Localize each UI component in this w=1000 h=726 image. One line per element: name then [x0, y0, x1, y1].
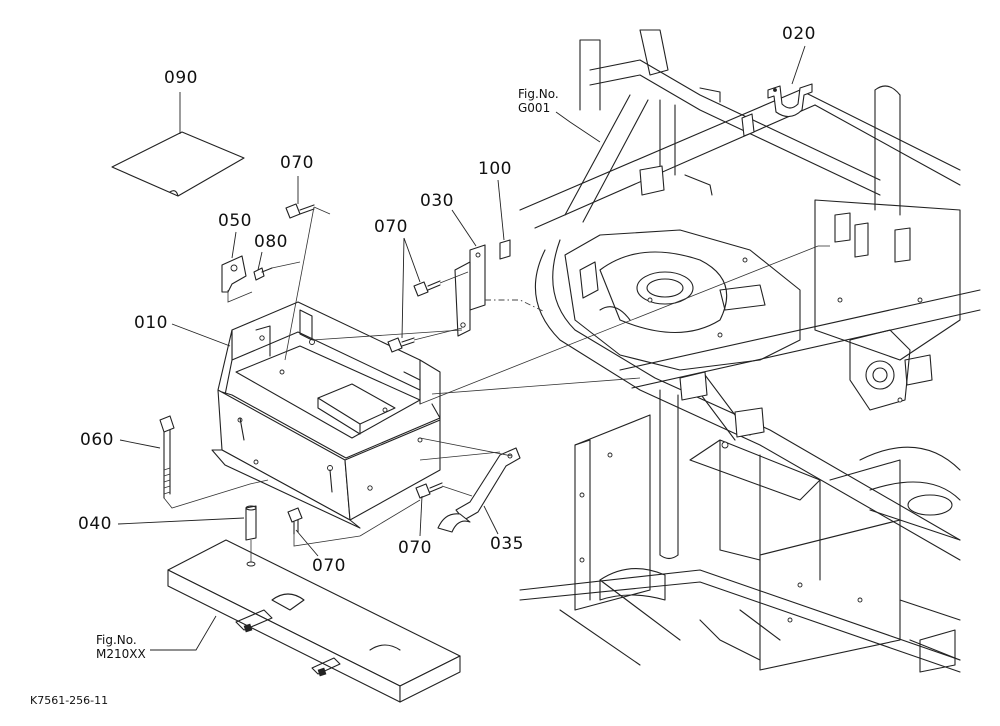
callout-070-top: 070: [280, 153, 314, 173]
part-035-hold-down: [437, 447, 521, 533]
fig-ref-m210xx[interactable]: Fig.No. M210XX: [96, 633, 146, 662]
callout-070-bottom: 070: [312, 556, 346, 576]
part-080-screw: [253, 267, 273, 281]
fig-ref-g001-line2: G001: [518, 100, 551, 115]
part-100-label: [499, 239, 511, 260]
callout-070-mid: 070: [374, 217, 408, 237]
fig-ref-m210xx-line1: Fig.No.: [96, 633, 137, 647]
callout-020: 020: [782, 24, 816, 44]
part-040-spacer: [245, 505, 257, 541]
part-020-clamp: [741, 83, 813, 137]
part-030-bracket: [454, 244, 546, 337]
callout-035: 035: [490, 534, 524, 554]
leader-lines: [117, 45, 830, 651]
part-010-tray: [211, 301, 441, 529]
fig-ref-g001-line1: Fig.No.: [518, 87, 559, 101]
lower-plate: [167, 539, 461, 703]
part-090-sheet: [111, 131, 245, 197]
part-060-bolt: [159, 415, 175, 499]
callout-060: 060: [80, 430, 114, 450]
callout-040: 040: [78, 514, 112, 534]
callout-080: 080: [254, 232, 288, 252]
part-070-bolts: [285, 203, 443, 535]
fig-ref-m210xx-line2: M210XX: [96, 646, 146, 661]
callout-100: 100: [478, 159, 512, 179]
callout-010: 010: [134, 313, 168, 333]
drawing-number: K7561-256-11: [30, 694, 109, 707]
part-050-clip: [221, 255, 247, 293]
callout-070-right: 070: [398, 538, 432, 558]
fig-ref-g001[interactable]: Fig.No. G001: [518, 87, 559, 116]
callout-050: 050: [218, 211, 252, 231]
callout-090: 090: [164, 68, 198, 88]
callout-030: 030: [420, 191, 454, 211]
